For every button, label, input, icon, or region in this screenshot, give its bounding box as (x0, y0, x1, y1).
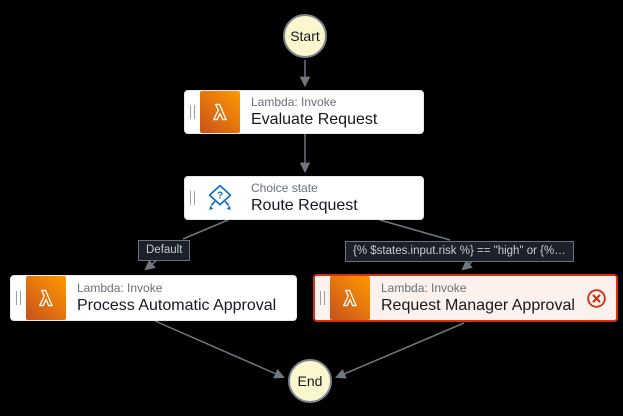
state-text: Lambda: Invoke Process Automatic Approva… (66, 276, 296, 320)
state-type-label: Lambda: Invoke (77, 281, 163, 295)
state-type-label: Lambda: Invoke (381, 281, 467, 295)
lambda-icon (330, 276, 370, 320)
drag-handle[interactable] (185, 177, 200, 219)
end-node: End (288, 359, 332, 403)
state-name: Evaluate Request (251, 111, 378, 128)
state-type-label: Choice state (251, 181, 318, 195)
lambda-icon (26, 276, 66, 320)
edge-label-condition[interactable]: {% $states.input.risk %} == "high" or {%… (345, 241, 574, 262)
edge-route-to-default-label (182, 219, 229, 240)
drag-handle[interactable] (185, 91, 200, 133)
drag-handle[interactable] (315, 276, 330, 320)
edge-label-default[interactable]: Default (138, 240, 191, 261)
error-icon (576, 276, 616, 320)
state-request-manager-approval[interactable]: Lambda: Invoke Request Manager Approval (313, 274, 618, 322)
state-process-automatic-approval[interactable]: Lambda: Invoke Process Automatic Approva… (10, 275, 297, 321)
drag-handle-icon (190, 191, 195, 205)
state-route-request[interactable]: ? Choice state Route Request (184, 176, 424, 220)
edge-request-to-end (335, 322, 465, 379)
state-type-label: Lambda: Invoke (251, 95, 337, 109)
drag-handle-icon (190, 105, 195, 119)
state-text: Lambda: Invoke Evaluate Request (240, 91, 423, 133)
edge-process-to-end (154, 320, 285, 379)
choice-icon: ? (200, 177, 240, 219)
state-evaluate-request[interactable]: Lambda: Invoke Evaluate Request (184, 90, 424, 134)
drag-handle-icon (320, 291, 325, 305)
state-name: Process Automatic Approval (77, 297, 277, 314)
svg-text:?: ? (217, 190, 223, 201)
edge-default-label-to-process (144, 259, 158, 271)
state-name: Route Request (251, 197, 358, 214)
start-node: Start (283, 14, 327, 58)
start-label: Start (290, 28, 320, 44)
state-text: Choice state Route Request (240, 177, 423, 219)
state-text: Lambda: Invoke Request Manager Approval (370, 276, 576, 320)
drag-handle-icon (16, 291, 21, 305)
edge-route-to-condition-label (379, 219, 451, 241)
lambda-icon (200, 91, 240, 133)
drag-handle[interactable] (11, 276, 26, 320)
state-name: Request Manager Approval (381, 297, 575, 314)
end-label: End (297, 373, 323, 389)
